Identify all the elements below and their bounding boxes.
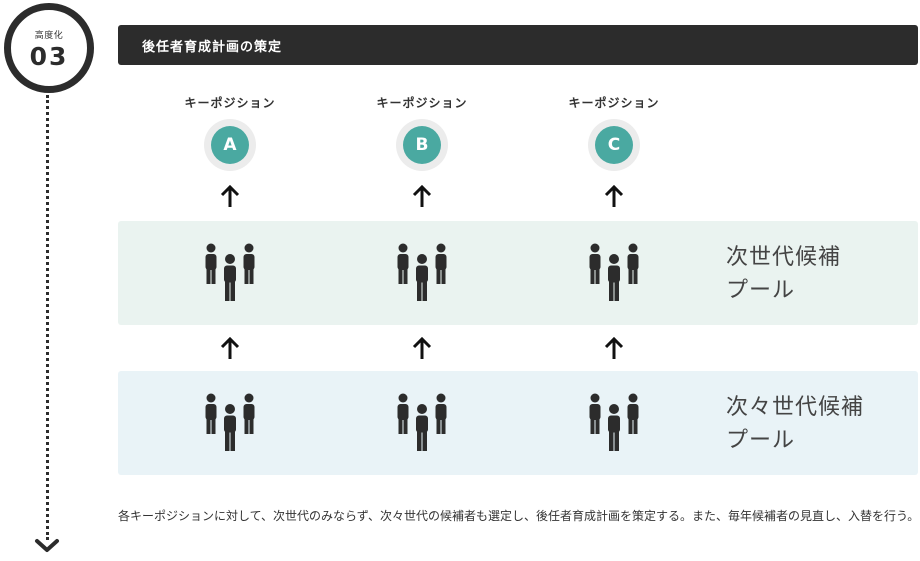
arrow-up-icon <box>604 184 624 207</box>
people-group-icon <box>205 393 255 451</box>
chevron-down-icon <box>35 539 59 552</box>
people-group-icon <box>589 243 639 301</box>
key-position-letter: B <box>403 126 441 164</box>
key-position-badge: A <box>204 119 256 171</box>
key-position-badge: B <box>396 119 448 171</box>
people-group-icon <box>397 243 447 301</box>
people-group-icon <box>205 243 255 301</box>
step-badge: 高度化 03 <box>4 3 94 93</box>
key-position-label: キーポジション <box>376 96 468 110</box>
arrow-up-icon <box>604 336 624 359</box>
arrow-up-icon <box>412 184 432 207</box>
key-position-label: キーポジション <box>184 96 276 110</box>
arrow-up-icon <box>220 184 240 207</box>
key-position-badge: C <box>588 119 640 171</box>
section-title: 後任者育成計画の策定 <box>142 40 283 55</box>
arrow-up-icon <box>220 336 240 359</box>
pool-label: 次々世代候補 プール <box>726 395 865 453</box>
step-connector-line <box>46 95 49 540</box>
step-label: 高度化 <box>34 31 64 41</box>
key-position-label: キーポジション <box>568 96 660 110</box>
people-group-icon <box>397 393 447 451</box>
people-group-icon <box>589 393 639 451</box>
key-position-letter: C <box>595 126 633 164</box>
pool-label: 次世代候補 プール <box>726 245 842 303</box>
step-number: 03 <box>29 42 69 71</box>
key-position-letter: A <box>211 126 249 164</box>
description-text: 各キーポジションに対して、次世代のみならず、次々世代の候補者も選定し、後任者育成… <box>118 509 920 523</box>
section-title-bar: 後任者育成計画の策定 <box>118 25 918 65</box>
arrow-up-icon <box>412 336 432 359</box>
